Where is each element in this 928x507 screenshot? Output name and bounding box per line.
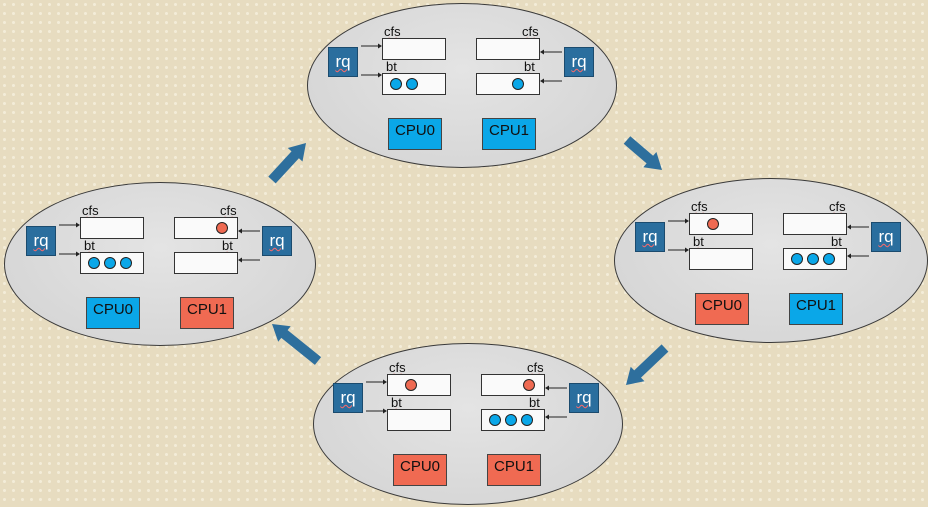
blue-task-dot — [120, 257, 132, 269]
pointer-head — [238, 228, 242, 234]
pointer-head — [847, 224, 851, 230]
pointer-head — [540, 49, 544, 55]
bt-label: bt — [831, 234, 842, 249]
cpu-box-top-cpu0: CPU0 — [388, 118, 442, 150]
state-ellipse-top — [307, 3, 617, 168]
blue-task-dot — [512, 78, 524, 90]
rq-box-bottom-cpu1: rq — [569, 383, 599, 413]
bt-queue-right-cpu0 — [689, 248, 753, 270]
state-ellipse-right — [614, 178, 928, 343]
transition-arrow-top-to-right — [623, 136, 662, 170]
cfs-label: cfs — [691, 199, 708, 214]
cfs-label: cfs — [384, 24, 401, 39]
pointer-head — [847, 253, 851, 259]
cfs-queue-right-cpu1 — [783, 213, 847, 235]
bt-label: bt — [693, 234, 704, 249]
cpu-box-right-cpu1: CPU1 — [789, 293, 843, 325]
blue-task-dot — [791, 253, 803, 265]
bt-label: bt — [529, 395, 540, 410]
pointer-head — [378, 72, 382, 78]
cfs-label: cfs — [829, 199, 846, 214]
cfs-label: cfs — [527, 360, 544, 375]
blue-task-dot — [521, 414, 533, 426]
cpu-box-right-cpu0: CPU0 — [695, 293, 749, 325]
bt-label: bt — [386, 59, 397, 74]
rq-box-top-cpu1: rq — [564, 47, 594, 77]
cfs-label: cfs — [522, 24, 539, 39]
blue-task-dot — [823, 253, 835, 265]
blue-task-dot — [88, 257, 100, 269]
cfs-label: cfs — [82, 203, 99, 218]
red-task-dot — [523, 379, 535, 391]
pointer-head — [685, 218, 689, 224]
blue-task-dot — [104, 257, 116, 269]
blue-task-dot — [390, 78, 402, 90]
cfs-label: cfs — [220, 203, 237, 218]
cfs-queue-right-cpu0 — [689, 213, 753, 235]
state-ellipse-bottom — [313, 343, 623, 505]
blue-task-dot — [807, 253, 819, 265]
cpu-box-top-cpu1: CPU1 — [482, 118, 536, 150]
rq-box-right-cpu1: rq — [871, 222, 901, 252]
pointer-head — [238, 257, 242, 263]
pointer-head — [383, 408, 387, 414]
bt-label: bt — [524, 59, 535, 74]
rq-box-bottom-cpu0: rq — [333, 383, 363, 413]
cpu-box-bottom-cpu0: CPU0 — [393, 454, 447, 486]
blue-task-dot — [505, 414, 517, 426]
bt-label: bt — [391, 395, 402, 410]
blue-task-dot — [406, 78, 418, 90]
transition-arrow-bottom-to-left — [272, 324, 322, 365]
red-task-dot — [707, 218, 719, 230]
state-ellipse-left — [4, 182, 316, 346]
transition-arrow-right-to-bottom — [626, 344, 669, 385]
rq-box-left-cpu0: rq — [26, 226, 56, 256]
pointer-head — [685, 247, 689, 253]
cpu-box-bottom-cpu1: CPU1 — [487, 454, 541, 486]
cpu-box-left-cpu1: CPU1 — [180, 297, 234, 329]
rq-box-left-cpu1: rq — [262, 226, 292, 256]
cfs-queue-left-cpu0 — [80, 217, 144, 239]
pointer-head — [76, 222, 80, 228]
pointer-head — [378, 43, 382, 49]
cpu-box-left-cpu0: CPU0 — [86, 297, 140, 329]
cfs-queue-top-cpu0 — [382, 38, 446, 60]
red-task-dot — [405, 379, 417, 391]
pointer-head — [76, 251, 80, 257]
cfs-queue-bottom-cpu0 — [387, 374, 451, 396]
bt-queue-bottom-cpu0 — [387, 409, 451, 431]
cfs-label: cfs — [389, 360, 406, 375]
pointer-head — [545, 385, 549, 391]
cfs-queue-top-cpu1 — [476, 38, 540, 60]
pointer-head — [545, 414, 549, 420]
red-task-dot — [216, 222, 228, 234]
rq-box-right-cpu0: rq — [635, 222, 665, 252]
rq-box-top-cpu0: rq — [328, 47, 358, 77]
bt-queue-left-cpu1 — [174, 252, 238, 274]
pointer-head — [383, 379, 387, 385]
blue-task-dot — [489, 414, 501, 426]
transition-arrow-left-to-top — [268, 143, 306, 184]
bt-label: bt — [222, 238, 233, 253]
bt-label: bt — [84, 238, 95, 253]
pointer-head — [540, 78, 544, 84]
bt-queue-top-cpu1 — [476, 73, 540, 95]
